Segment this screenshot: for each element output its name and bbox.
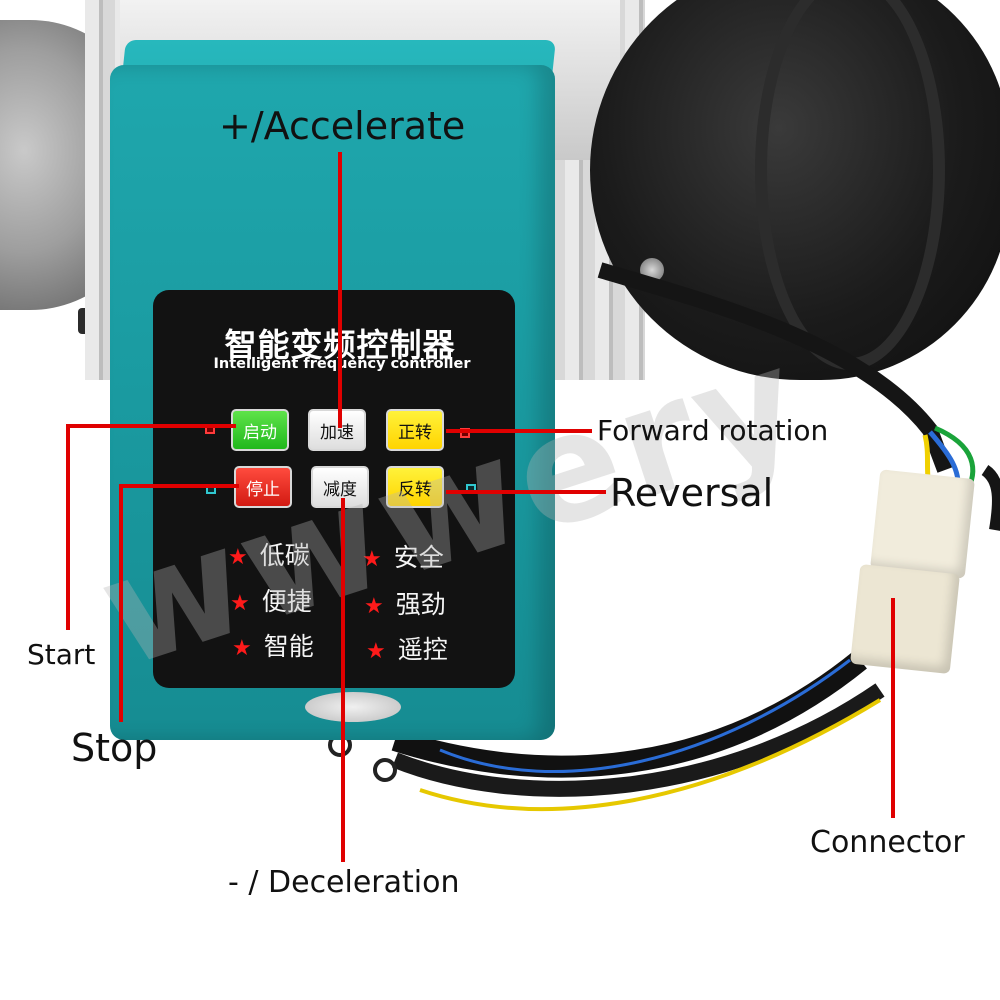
accelerate-label: +/Accelerate bbox=[219, 104, 466, 148]
white-connector bbox=[850, 469, 975, 674]
star-icon: ★ bbox=[362, 547, 382, 572]
deceleration-label: - / Deceleration bbox=[228, 865, 460, 900]
connector-plug-top bbox=[870, 469, 975, 579]
feature-label: 强劲 bbox=[395, 590, 446, 619]
feature-item: ★ 低碳 bbox=[228, 536, 310, 572]
decelerate-button[interactable]: 减度 bbox=[311, 466, 369, 508]
stop-label: Stop bbox=[71, 726, 158, 770]
reversal-leader-line bbox=[446, 490, 606, 494]
wire-lug-2 bbox=[373, 758, 397, 782]
feature-item: ★ 便捷 bbox=[230, 582, 312, 618]
feature-item: ★ 安全 bbox=[362, 538, 444, 574]
feature-label: 遥控 bbox=[397, 635, 448, 664]
stop-leader-line-v bbox=[119, 484, 123, 722]
forward-button[interactable]: 正转 bbox=[386, 409, 444, 451]
start-leader-line-v bbox=[66, 424, 70, 630]
feature-item: ★ 遥控 bbox=[366, 630, 448, 666]
start-leader-line-h bbox=[66, 424, 236, 428]
star-icon: ★ bbox=[366, 639, 386, 664]
fan-cable bbox=[597, 262, 953, 473]
main-cable-2 bbox=[392, 683, 885, 797]
star-icon: ★ bbox=[230, 591, 250, 616]
connector-plug-bottom bbox=[850, 564, 960, 674]
deceleration-leader-line bbox=[341, 498, 345, 862]
reverse-button[interactable]: 反转 bbox=[386, 466, 444, 508]
star-icon: ★ bbox=[232, 636, 252, 661]
wire-blue-lower bbox=[439, 658, 851, 773]
panel-title-english: Intelligent frequency controller bbox=[213, 356, 471, 372]
cable-right bbox=[981, 465, 1000, 531]
feature-item: ★ 智能 bbox=[232, 627, 314, 663]
star-icon: ★ bbox=[364, 594, 384, 619]
feature-label: 智能 bbox=[263, 632, 314, 661]
feature-label: 便捷 bbox=[261, 587, 312, 616]
wire-yellow-lower bbox=[419, 698, 882, 812]
star-icon: ★ bbox=[228, 545, 248, 570]
accelerate-leader-line bbox=[338, 152, 342, 428]
reversal-label: Reversal bbox=[610, 471, 774, 515]
feature-item: ★ 强劲 bbox=[364, 585, 446, 621]
forward-leader-line bbox=[446, 429, 592, 433]
stop-leader-line-h bbox=[119, 484, 239, 488]
accelerate-button[interactable]: 加速 bbox=[308, 409, 366, 451]
feature-label: 低碳 bbox=[259, 541, 310, 570]
start-button[interactable]: 启动 bbox=[231, 409, 289, 451]
start-label: Start bbox=[27, 638, 96, 671]
connector-label: Connector bbox=[810, 825, 965, 860]
forward-rotation-label: Forward rotation bbox=[597, 414, 829, 447]
connector-leader-line bbox=[891, 598, 895, 818]
housing-sticker bbox=[305, 692, 401, 722]
feature-label: 安全 bbox=[393, 543, 444, 572]
